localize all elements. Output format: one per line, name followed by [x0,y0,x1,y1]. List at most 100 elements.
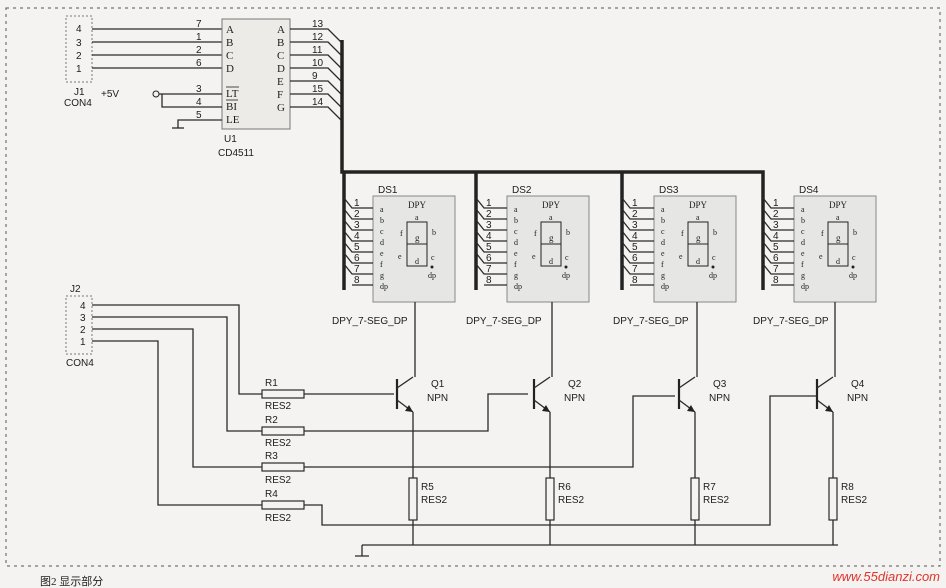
u1-pin-14: 14 [312,97,324,108]
display-2-pin-6: 6 [486,253,492,264]
r2-type: RES2 [265,438,292,449]
display-4-pin-1: 1 [773,198,779,209]
display-4-pinname-2: b [801,216,805,225]
emitter-resistor-type-2: RES2 [558,495,585,506]
u1-out-a: A [277,24,285,36]
display-2-pin-5: 5 [486,242,492,253]
segment-label-dp-4: dp [849,271,857,280]
segment-label-d-2: d [549,257,553,266]
display-1-pinname-1: a [380,205,384,214]
display-2-pinname-8: dp [514,282,522,291]
display-1-pin-7: 7 [354,264,360,275]
u1-pin-10: 10 [312,58,324,69]
display-1-pin-8: 8 [354,275,360,286]
u1-in-c: C [226,50,233,62]
display-3-pin-4: 4 [632,231,638,242]
display-3-pinname-7: g [661,271,665,280]
figure-caption: 图2 显示部分 [40,574,103,588]
segment-label-e-3: e [679,252,683,261]
u1-in-bi: BI [226,101,237,113]
display-3-title: DPY [689,200,708,210]
u1-pin-5: 5 [196,110,202,121]
u1-in-le: LE [226,114,240,126]
u1-pin-6: 6 [196,58,202,69]
segment-label-b-4: b [853,228,857,237]
display-1-pin-3: 3 [354,220,360,231]
u1-pin-2: 2 [196,45,202,56]
j2-ref: J2 [70,284,81,295]
display-2-pinname-2: b [514,216,518,225]
j1-pin-4: 4 [76,24,82,35]
u1-in-d: D [226,63,234,75]
display-2-pinname-5: e [514,249,518,258]
u1-out-d: D [277,63,285,75]
display-3-pin-3: 3 [632,220,638,231]
display-2-pin-7: 7 [486,264,492,275]
transistor-ref-2: Q2 [568,379,582,390]
display-1-pinname-7: g [380,271,384,280]
transistor-type-2: NPN [564,393,585,404]
transistor-type-3: NPN [709,393,730,404]
u1-out-c: C [277,50,284,62]
display-1-pinname-2: b [380,216,384,225]
display-2-pinname-7: g [514,271,518,280]
display-2-pin-2: 2 [486,209,492,220]
u1-ref: U1 [224,134,237,145]
j1-type: CON4 [64,98,92,109]
j1-pin-2: 2 [76,51,82,62]
segment-label-e-2: e [532,252,536,261]
display-3-pinname-2: b [661,216,665,225]
segment-label-e-4: e [819,252,823,261]
display-1-pin-6: 6 [354,253,360,264]
segment-label-dp-3: dp [709,271,717,280]
display-3-pinname-6: f [661,260,664,269]
display-2-pinname-6: f [514,260,517,269]
display-ref-3: DS3 [659,185,679,196]
u1-part: CD4511 [218,148,254,159]
display-4-pinname-8: dp [801,282,809,291]
display-4-pin-8: 8 [773,275,779,286]
u1-in-lt: LT [226,88,239,100]
segment-label-f-2: f [534,229,537,238]
emitter-resistor-type-3: RES2 [703,495,730,506]
r2-ref: R2 [265,415,278,426]
display-3-pin-7: 7 [632,264,638,275]
segment-label-dp-1: dp [428,271,436,280]
display-2-title: DPY [542,200,561,210]
display-3-pin-5: 5 [632,242,638,253]
r1-type: RES2 [265,401,292,412]
display-3-pinname-8: dp [661,282,669,291]
segment-label-g-3: g [696,233,701,243]
j2-pin-3: 3 [80,313,86,324]
segment-label-a-3: a [696,213,700,222]
segment-label-e-1: e [398,252,402,261]
connector-j1: 4 3 2 1 J1 CON4 [64,15,93,109]
transistor-ref-4: Q4 [851,379,865,390]
display-1-pin-1: 1 [354,198,360,209]
display-2-pinname-1: a [514,205,518,214]
display-1-pinname-6: f [380,260,383,269]
transistor-ref-3: Q3 [713,379,727,390]
display-part-2: DPY_7-SEG_DP [466,316,542,327]
display-1-pinname-5: e [380,249,384,258]
display-3-pin-1: 1 [632,198,638,209]
display-4-pin-6: 6 [773,253,779,264]
segment-label-b-2: b [566,228,570,237]
display-ref-4: DS4 [799,185,819,196]
j2-pin-2: 2 [80,325,86,336]
u1-in-a: A [226,24,234,36]
segment-label-g-4: g [836,233,841,243]
connector-j2: J2 4 3 2 1 CON4 [65,284,94,369]
u1-pin-3: 3 [196,84,202,95]
display-2-pin-1: 1 [486,198,492,209]
